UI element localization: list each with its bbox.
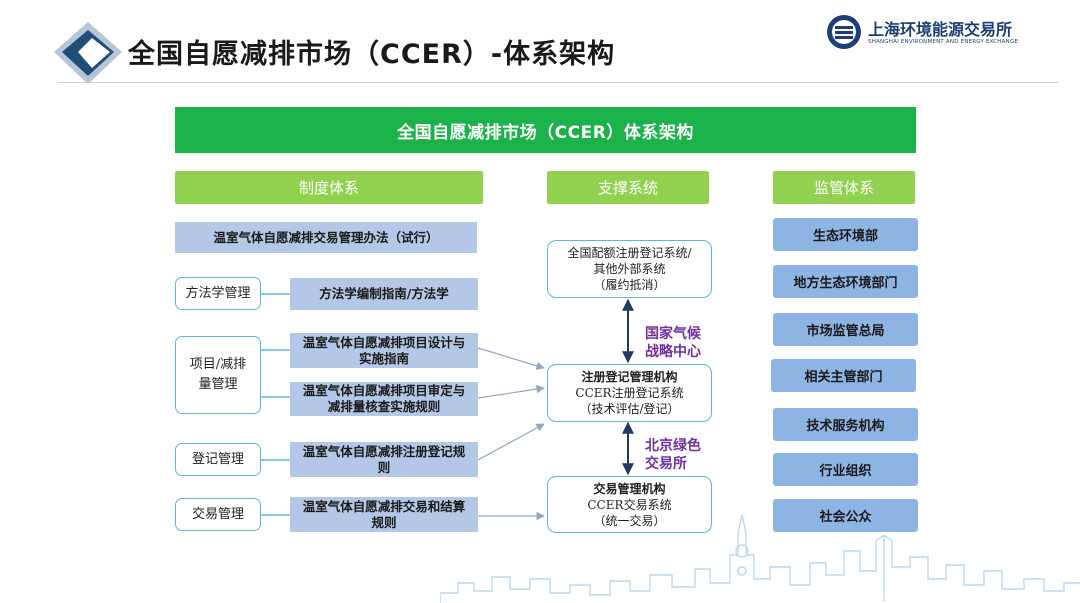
- logo-subtitle: SHANGHAI ENVIRONMENT AND ENERGY EXCHANGE: [868, 39, 1018, 45]
- diagram-banner: 全国自愿减排市场（CCER）体系架构: [175, 107, 916, 153]
- system-registry-line2: （技术评估/登记）: [579, 402, 680, 416]
- system-registry-agency: 注册登记管理机构 CCER注册登记系统 （技术评估/登记）: [547, 364, 712, 422]
- supervision-item: 技术服务机构: [773, 408, 918, 441]
- system-national-line1: 全国配额注册登记系统/: [567, 246, 692, 260]
- system-registry-title: 注册登记管理机构: [581, 370, 678, 384]
- supervision-item: 相关主管部门: [771, 359, 916, 392]
- skyline-decoration: [440, 514, 1080, 603]
- category-project-label: 项目/减排量管理: [189, 357, 247, 392]
- top-rule-box: 温室气体自愿减排交易管理办法（试行）: [175, 222, 477, 253]
- supervision-item: 生态环境部: [773, 218, 918, 251]
- system-trading-line1: CCER交易系统: [587, 497, 672, 512]
- rule-trading: 温室气体自愿减排交易和结算规则: [290, 497, 478, 532]
- arrow: [477, 384, 545, 399]
- system-trading-agency: 交易管理机构 CCER交易系统 （统一交易）: [547, 476, 712, 533]
- rule-registry: 温室气体自愿减排注册登记规则: [290, 442, 478, 477]
- rule-project-validation: 温室气体自愿减排项目审定与减排量核查实施规则: [290, 382, 478, 416]
- support-header: 支撑系统: [547, 171, 709, 204]
- arrow: [477, 423, 545, 461]
- rule-project-design: 温室气体自愿减排项目设计与实施指南: [290, 333, 478, 368]
- system-trading-title: 交易管理机构: [593, 481, 666, 496]
- rule-methodology: 方法学编制指南/方法学: [290, 278, 478, 310]
- header-divider: [58, 82, 1058, 83]
- supervision-item: 地方生态环境部门: [773, 265, 918, 298]
- system-national-line3: （履约抵消）: [593, 278, 666, 292]
- link-label-climate-center: 国家气候战略中心: [645, 326, 701, 360]
- system-registry-line1: CCER注册登记系统: [575, 386, 684, 400]
- supervision-header: 监管体系: [773, 171, 915, 204]
- supervision-item: 市场监管总局: [773, 313, 918, 346]
- category-registry: 登记管理: [175, 443, 261, 476]
- category-trading: 交易管理: [175, 498, 261, 531]
- link-label-beijing-exchange: 北京绿色交易所: [645, 438, 701, 472]
- supervision-item: 行业组织: [773, 453, 918, 486]
- arrow: [477, 347, 545, 370]
- category-methodology: 方法学管理: [175, 277, 261, 310]
- supervision-item: 社会公众: [773, 499, 918, 532]
- title-decoration: [54, 22, 122, 84]
- exchange-logo-icon: [827, 15, 861, 49]
- institution-header: 制度体系: [175, 171, 483, 204]
- slide-title: 全国自愿减排市场（CCER）-体系架构: [128, 39, 616, 70]
- category-project: 项目/减排量管理: [175, 336, 261, 414]
- system-national-line2: 其他外部系统: [593, 262, 666, 276]
- system-trading-line2: （统一交易）: [593, 513, 666, 528]
- logo-name: 上海环境能源交易所: [868, 20, 1013, 39]
- system-national-registry: 全国配额注册登记系统/ 其他外部系统 （履约抵消）: [547, 240, 712, 298]
